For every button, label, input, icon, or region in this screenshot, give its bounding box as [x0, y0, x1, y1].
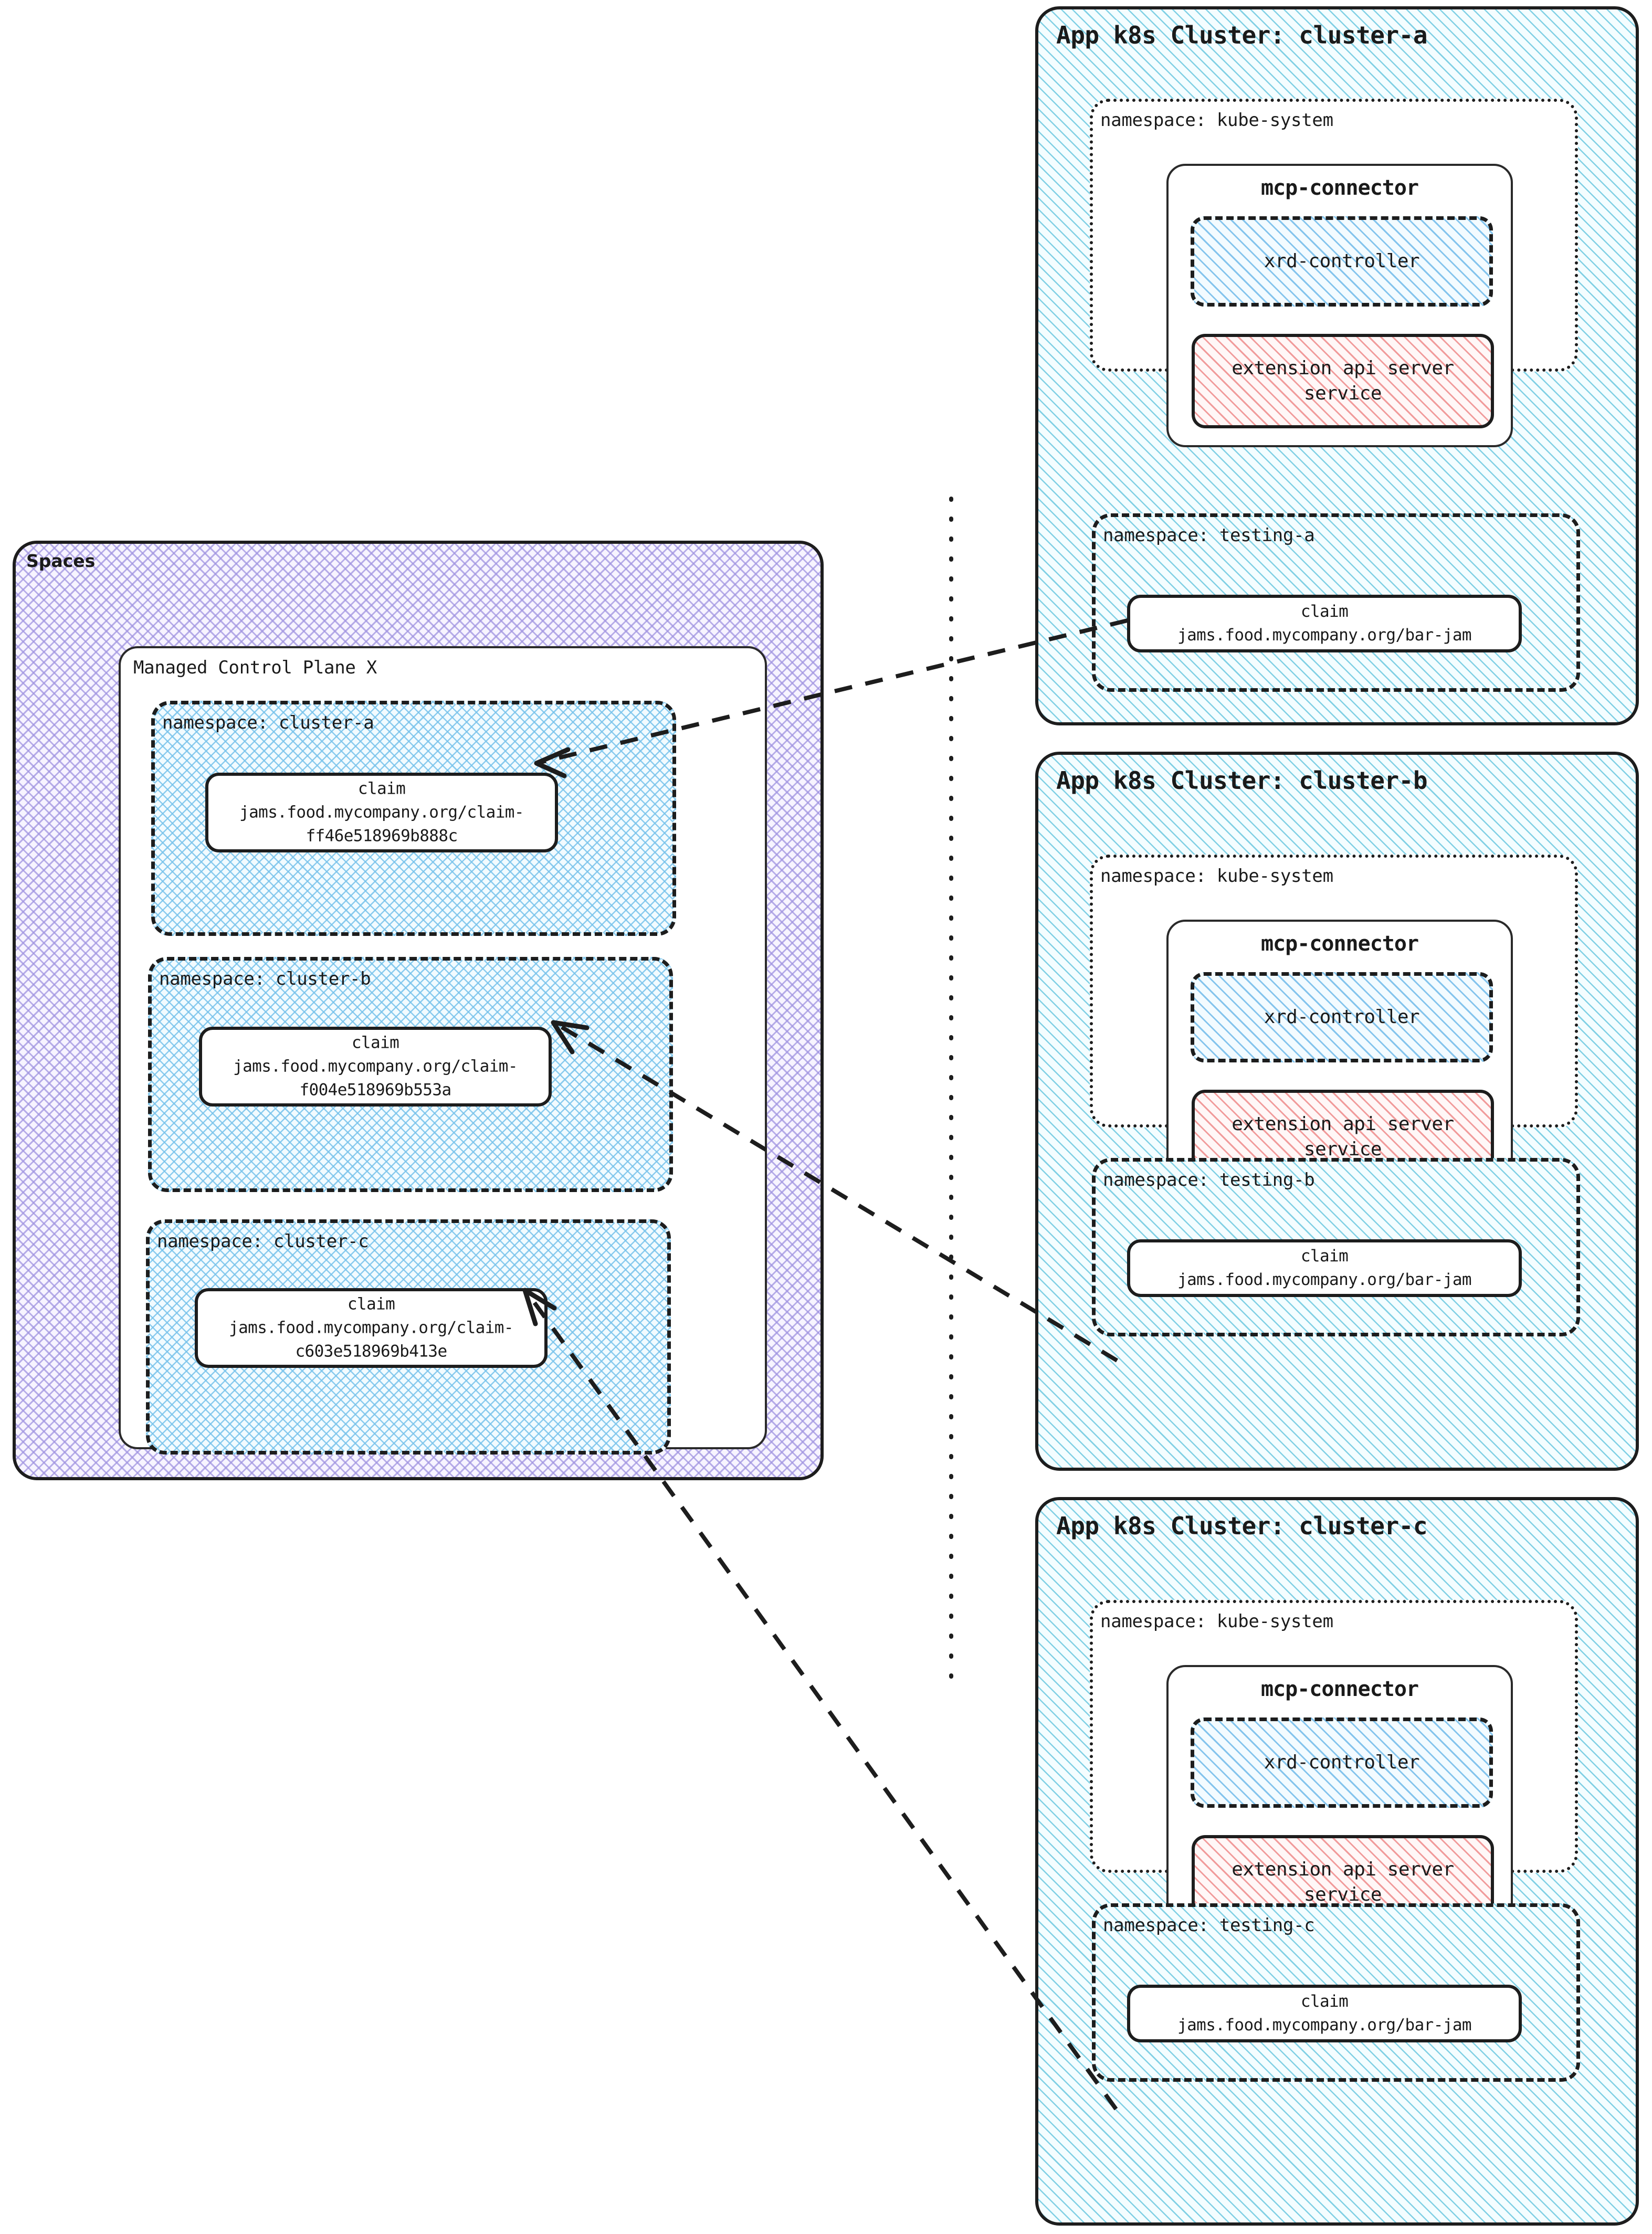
mcp-connector-a: mcp-connector xrd-controller extension a…	[1166, 164, 1513, 447]
claim-box-cluster-c-text: claim jams.food.mycompany.org/claim- c60…	[198, 1293, 544, 1364]
namespace-label: namespace: kube-system	[1100, 866, 1333, 887]
namespace-label: namespace: cluster-a	[162, 712, 374, 733]
claim-ref: jams.food.mycompany.org/bar-jam	[1177, 1270, 1472, 1289]
namespace-label: namespace: testing-b	[1103, 1169, 1315, 1190]
extension-api-server-a[interactable]: extension api server service	[1192, 334, 1494, 428]
claim-ref: jams.food.mycompany.org/claim- ff46e5189…	[239, 803, 524, 846]
claim-ref: jams.food.mycompany.org/claim- c603e5189…	[229, 1318, 514, 1361]
claim-box-testing-c-text: claim jams.food.mycompany.org/bar-jam	[1130, 1990, 1519, 2037]
claim-box-cluster-a-text: claim jams.food.mycompany.org/claim- ff4…	[208, 777, 555, 848]
namespace-kube-system-c: namespace: kube-system mcp-connector xrd…	[1090, 1600, 1578, 1948]
claim-box-cluster-c[interactable]: claim jams.food.mycompany.org/claim- c60…	[195, 1288, 548, 1368]
managed-control-plane: Managed Control Plane X namespace: clust…	[119, 646, 767, 1455]
app-cluster-c: App k8s Cluster: cluster-c namespace: ku…	[1035, 1497, 1639, 2226]
claim-ref: jams.food.mycompany.org/bar-jam	[1177, 626, 1472, 645]
claim-box-cluster-b-text: claim jams.food.mycompany.org/claim- f00…	[202, 1031, 549, 1102]
spaces-container: Spaces Managed Control Plane X namespace…	[13, 541, 824, 1480]
extension-api-server-c-label: extension api server service	[1232, 1858, 1454, 1905]
claim-box-testing-a-text: claim jams.food.mycompany.org/bar-jam	[1130, 600, 1519, 647]
xrd-controller-c[interactable]: xrd-controller	[1191, 1717, 1493, 1808]
namespace-testing-a: namespace: testing-a claim jams.food.myc…	[1092, 513, 1580, 692]
namespace-label: namespace: testing-c	[1103, 1915, 1315, 1936]
claim-kind: claim	[1300, 1992, 1349, 2011]
claim-box-cluster-b[interactable]: claim jams.food.mycompany.org/claim- f00…	[199, 1027, 552, 1107]
app-cluster-b: App k8s Cluster: cluster-b namespace: ku…	[1035, 752, 1639, 1471]
mcp-namespace-cluster-c: namespace: cluster-c claim jams.food.myc…	[146, 1219, 671, 1455]
claim-kind: claim	[1300, 1247, 1349, 1266]
mcp-connector-b-title: mcp-connector	[1260, 932, 1419, 956]
claim-kind: claim	[357, 779, 406, 798]
mcp-connector-a-title: mcp-connector	[1260, 176, 1419, 200]
app-cluster-c-title: App k8s Cluster: cluster-c	[1056, 1512, 1428, 1540]
spaces-label: Spaces	[26, 551, 96, 571]
xrd-controller-c-label: xrd-controller	[1264, 1751, 1420, 1773]
extension-api-server-a-label: extension api server service	[1232, 357, 1454, 404]
claim-ref: jams.food.mycompany.org/bar-jam	[1177, 2016, 1472, 2035]
claim-ref: jams.food.mycompany.org/claim- f004e5189…	[233, 1057, 518, 1100]
namespace-testing-c: namespace: testing-c claim jams.food.myc…	[1092, 1903, 1580, 2082]
claim-box-testing-a[interactable]: claim jams.food.mycompany.org/bar-jam	[1127, 595, 1522, 652]
namespace-label: namespace: kube-system	[1100, 1611, 1333, 1632]
mcp-namespace-cluster-a: namespace: cluster-a claim jams.food.myc…	[151, 701, 676, 936]
namespace-label: namespace: kube-system	[1100, 110, 1333, 131]
mcp-namespace-cluster-b: namespace: cluster-b claim jams.food.myc…	[148, 957, 673, 1192]
claim-kind: claim	[347, 1294, 395, 1314]
claim-kind: claim	[351, 1033, 399, 1052]
app-cluster-b-title: App k8s Cluster: cluster-b	[1056, 766, 1428, 795]
app-cluster-a: App k8s Cluster: cluster-a namespace: ku…	[1035, 6, 1639, 725]
claim-box-testing-b[interactable]: claim jams.food.mycompany.org/bar-jam	[1127, 1239, 1522, 1297]
claim-box-testing-b-text: claim jams.food.mycompany.org/bar-jam	[1130, 1245, 1519, 1292]
claim-kind: claim	[1300, 602, 1349, 621]
namespace-kube-system-a: namespace: kube-system mcp-connector xrd…	[1090, 99, 1578, 447]
claim-box-cluster-a[interactable]: claim jams.food.mycompany.org/claim- ff4…	[205, 773, 558, 852]
xrd-controller-b[interactable]: xrd-controller	[1191, 972, 1493, 1062]
managed-control-plane-label: Managed Control Plane X	[133, 657, 377, 678]
xrd-controller-b-label: xrd-controller	[1264, 1006, 1420, 1028]
xrd-controller-a[interactable]: xrd-controller	[1191, 216, 1493, 307]
claim-box-testing-c[interactable]: claim jams.food.mycompany.org/bar-jam	[1127, 1985, 1522, 2042]
extension-api-server-b-label: extension api server service	[1232, 1113, 1454, 1160]
namespace-testing-b: namespace: testing-b claim jams.food.myc…	[1092, 1158, 1580, 1336]
mcp-connector-c-title: mcp-connector	[1260, 1677, 1419, 1701]
xrd-controller-a-label: xrd-controller	[1264, 250, 1420, 272]
namespace-label: namespace: cluster-c	[157, 1231, 369, 1252]
namespace-kube-system-b: namespace: kube-system mcp-connector xrd…	[1090, 855, 1578, 1203]
namespace-label: namespace: cluster-b	[159, 968, 371, 989]
mcp-connector-c: mcp-connector xrd-controller extension a…	[1166, 1665, 1513, 1948]
app-cluster-a-title: App k8s Cluster: cluster-a	[1056, 21, 1428, 49]
namespace-label: namespace: testing-a	[1103, 525, 1315, 546]
